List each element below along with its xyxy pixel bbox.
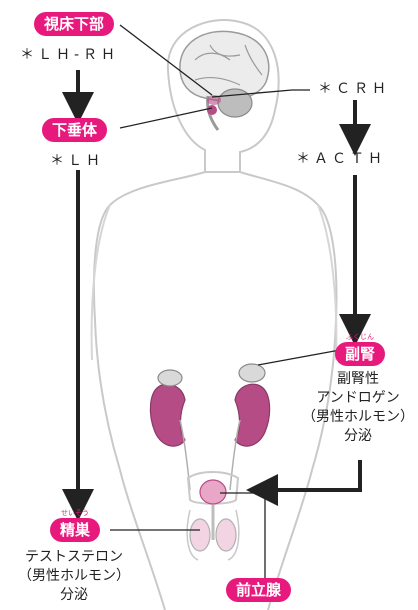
testes-text-line: テストステロン — [0, 548, 148, 567]
adrenal-ruby: ふくじん — [335, 333, 385, 341]
testes-text-line: （男性ホルモン） — [0, 567, 148, 586]
adrenal-label-text: 副腎 — [345, 345, 375, 363]
pituitary-leader — [120, 108, 212, 128]
adrenal-leader — [258, 350, 340, 365]
arm-outline — [92, 205, 337, 360]
hypothalamus-label-text: 視床下部 — [44, 15, 104, 33]
testes-ruby: せいそう — [50, 509, 100, 517]
adrenal-secretion-text: 副腎性 アンドロゲン （男性ホルモン） 分泌 — [298, 370, 418, 446]
testes-label-text: 精巣 — [60, 521, 90, 539]
acth-label: ＊ＡＣＴＨ — [296, 148, 386, 168]
adrenal-text-line: （男性ホルモン） — [298, 408, 418, 427]
lh-label: ＊ＬＨ — [50, 150, 104, 170]
adrenal-text-line: 分泌 — [298, 427, 418, 446]
pituitary-label: 下垂体 — [42, 118, 107, 142]
hypothalamus-label: 視床下部 — [34, 12, 114, 36]
prostate-label-text: 前立腺 — [236, 581, 281, 599]
pituitary-label-text: 下垂体 — [52, 121, 97, 139]
crh-label: ＊ＣＲＨ — [318, 78, 390, 98]
testes-text-line: 分泌 — [0, 586, 148, 605]
testes-secretion-text: テストステロン （男性ホルモン） 分泌 — [0, 548, 148, 605]
right-kidney-icon — [230, 364, 270, 490]
adrenal-label: ふくじん 副腎 — [335, 342, 385, 366]
left-kidney-icon — [150, 370, 190, 490]
testes-label: せいそう 精巣 — [50, 518, 100, 542]
lhrh-label: ＊ＬＨ-ＲＨ — [20, 44, 119, 64]
prostate-label: 前立腺 — [226, 578, 291, 602]
adrenal-text-line: アンドロゲン — [298, 389, 418, 408]
adrenal-text-line: 副腎性 — [298, 370, 418, 389]
